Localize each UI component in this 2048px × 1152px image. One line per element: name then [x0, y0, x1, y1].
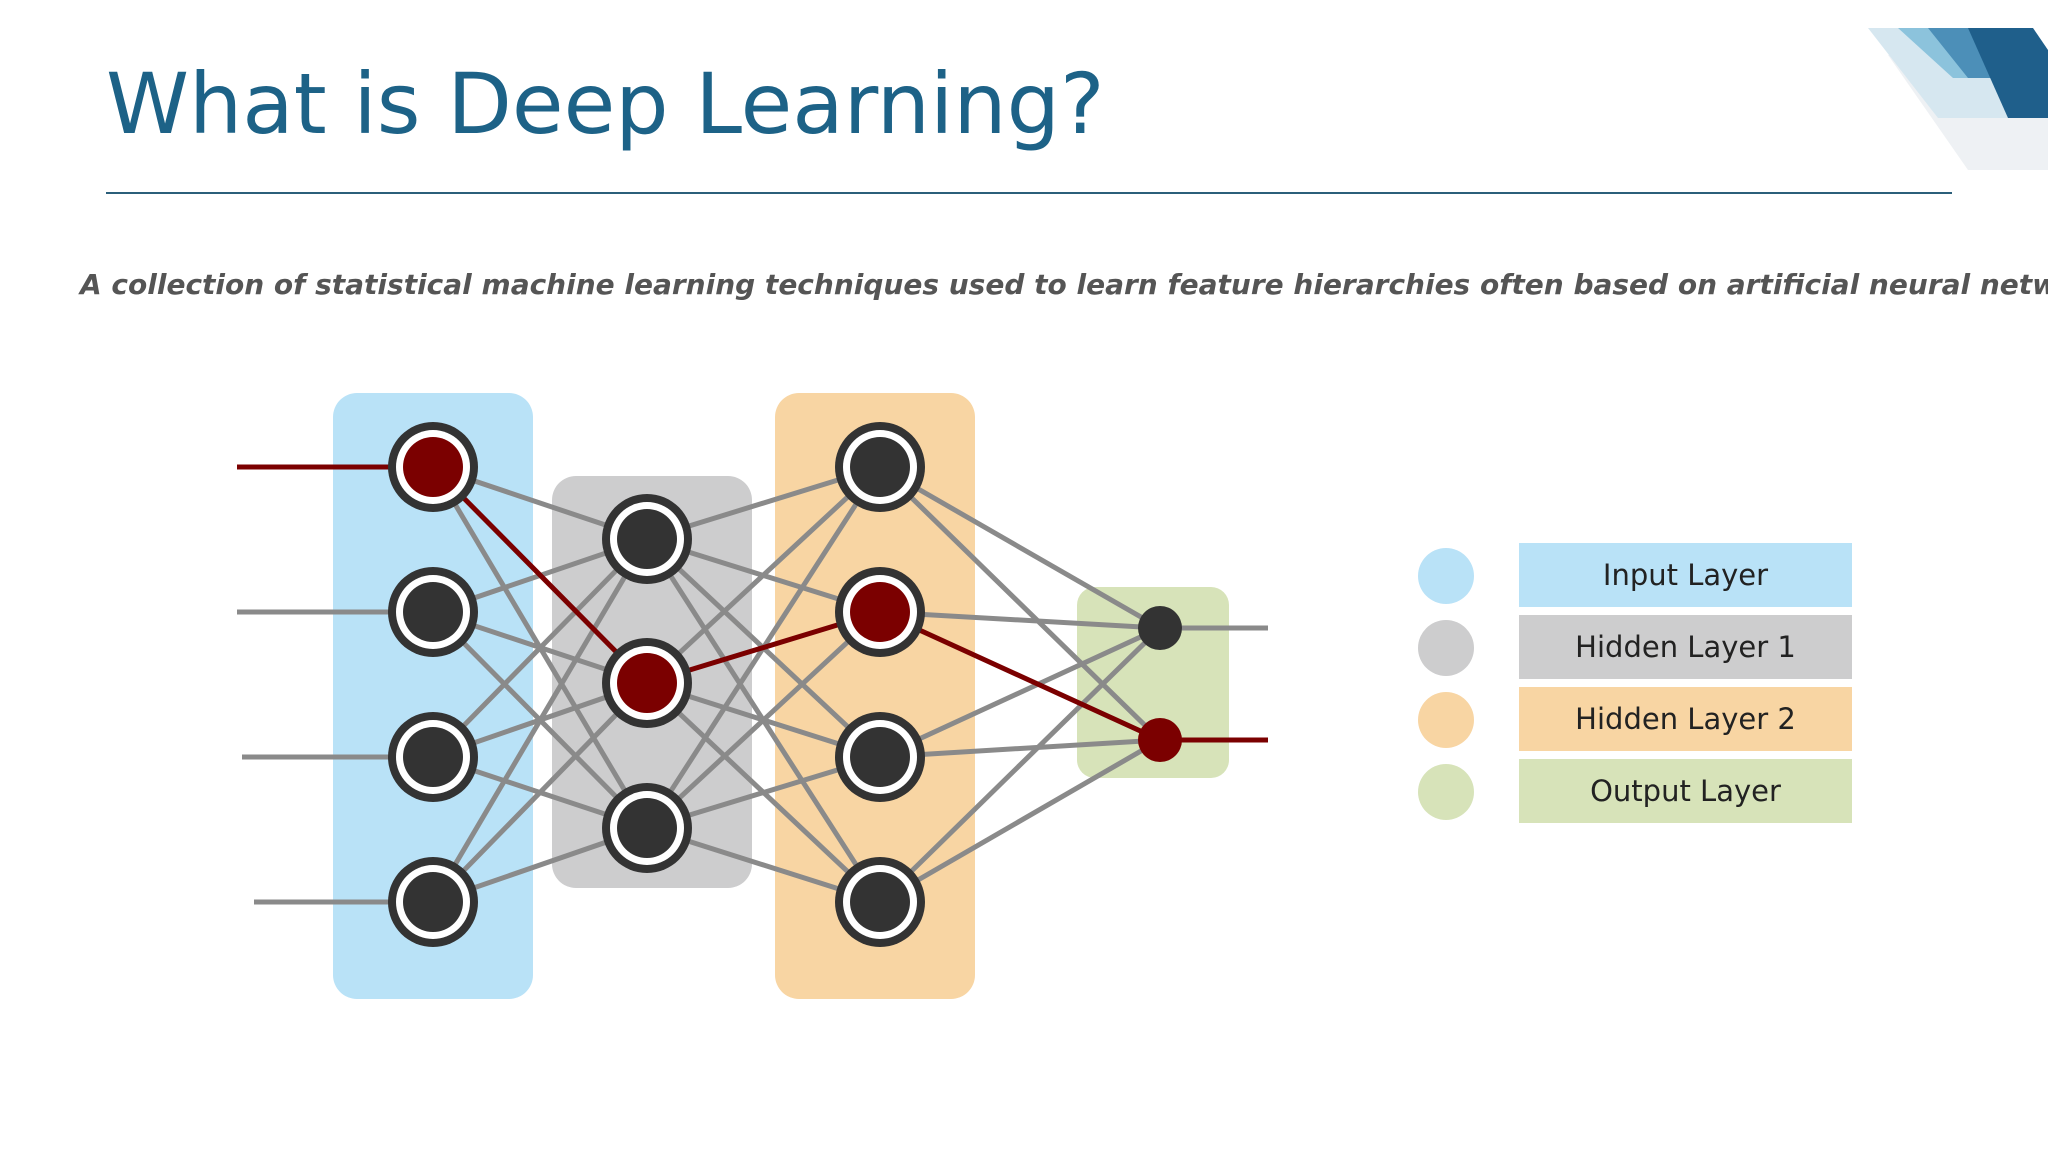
node-l0-1: [403, 582, 463, 642]
legend-label-hidden-2: Hidden Layer 2: [1519, 687, 1852, 751]
edge-l2-3-0: [878, 626, 1162, 904]
legend-swatch-output: [1418, 764, 1474, 820]
edge-l1-2-1: [645, 610, 882, 830]
edge-l0-3-1: [431, 681, 649, 904]
edge-l2-0-1: [878, 465, 1162, 742]
slide-title: What is Deep Learning?: [106, 55, 1105, 153]
node-l0-0: [403, 437, 463, 497]
corner-decoration: [1868, 28, 2048, 170]
legend-label-input: Input Layer: [1519, 543, 1852, 607]
neural-network-diagram: [237, 393, 1268, 999]
edge-l2-1-1: [878, 609, 1162, 743]
node-l2-2: [850, 727, 910, 787]
legend-swatch-hidden-2: [1418, 692, 1474, 748]
edge-l0-3-0: [430, 537, 650, 904]
edge-l2-2-0: [878, 625, 1162, 760]
legend-swatch-hidden-1: [1418, 620, 1474, 676]
legend-swatch-input: [1418, 548, 1474, 604]
node-l1-1: [617, 653, 677, 713]
node-l2-1: [850, 582, 910, 642]
node-l2-3: [850, 872, 910, 932]
title-divider: [106, 192, 1952, 194]
edge-l2-0-0: [878, 464, 1162, 631]
edge-l2-2-1: [879, 737, 1161, 760]
node-l0-3: [403, 872, 463, 932]
output-layer-panel: [1077, 587, 1229, 778]
edge-l1-1-0: [645, 465, 882, 685]
slide-subtitle: A collection of statistical machine lear…: [80, 268, 2048, 301]
edge-l0-0-1: [431, 465, 649, 685]
legend-label-output: Output Layer: [1519, 759, 1852, 823]
legend-label-hidden-1: Hidden Layer 1: [1519, 615, 1852, 679]
node-l2-0: [850, 437, 910, 497]
node-l1-2: [617, 798, 677, 858]
node-l3-1: [1138, 718, 1182, 762]
edge-l2-3-1: [878, 737, 1162, 905]
node-l1-0: [617, 509, 677, 569]
edge-l0-2-0: [431, 537, 649, 759]
node-l0-2: [403, 727, 463, 787]
edge-l2-1-0: [879, 609, 1161, 631]
node-l3-0: [1138, 606, 1182, 650]
